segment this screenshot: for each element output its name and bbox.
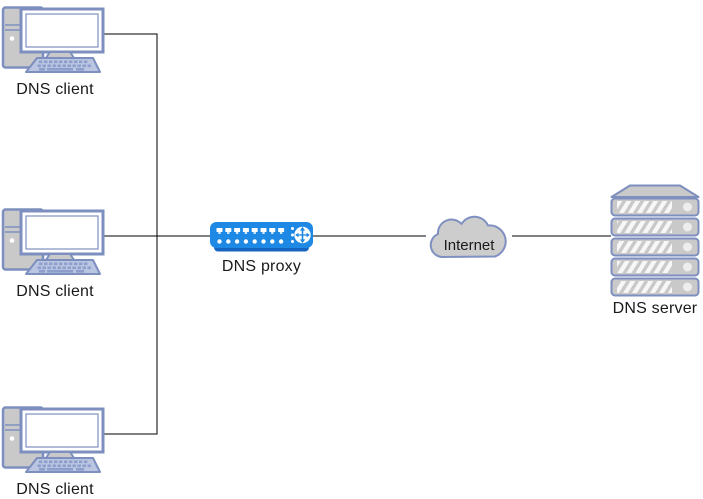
node-dns-server[interactable]: DNS server — [610, 184, 700, 318]
node-internet[interactable]: Internet — [425, 212, 513, 265]
node-label: Internet — [444, 237, 496, 254]
desktop-computer-icon — [0, 5, 110, 77]
client-bus-line — [103, 33, 158, 435]
node-label: DNS proxy — [221, 258, 302, 275]
node-dns-client-1[interactable]: DNS client — [0, 5, 110, 99]
cloud-icon: Internet — [429, 215, 507, 258]
desktop-computer-icon — [0, 405, 110, 477]
desktop-computer-icon — [0, 207, 110, 279]
server-rack-icon — [610, 184, 700, 298]
node-label: DNS client — [16, 481, 94, 498]
node-dns-client-3[interactable]: DNS client — [0, 405, 110, 499]
node-label: DNS client — [16, 283, 94, 300]
node-dns-client-2[interactable]: DNS client — [0, 207, 110, 301]
node-label: DNS client — [16, 81, 94, 98]
node-dns-proxy[interactable]: DNS proxy — [210, 222, 313, 276]
node-label: DNS server — [612, 300, 698, 317]
network-switch-icon — [210, 222, 313, 252]
